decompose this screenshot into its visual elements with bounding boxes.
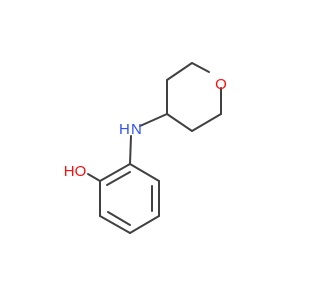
bond-nh-c4 <box>139 113 168 127</box>
bond-a3-a4 <box>129 215 160 234</box>
bond-a4-a5 <box>99 215 131 234</box>
atom-label-nitrogen: N <box>131 121 142 138</box>
bond-c2-o <box>191 62 210 73</box>
atom-label-ring-oxygen: O <box>215 76 227 93</box>
bond-a6-a1 <box>99 163 131 182</box>
atom-label-nitrogen-hydrogen: H <box>119 121 130 138</box>
bond-c5-c4 <box>166 113 193 132</box>
atom-label-hydroxyl: HO <box>64 163 87 180</box>
tetrahydropyran-ring <box>166 62 222 132</box>
bond-a1-a2 <box>129 163 160 182</box>
double-bond-a4-a5 <box>107 211 131 226</box>
bond-c3-c2 <box>166 62 193 81</box>
benzene-ring <box>99 163 160 234</box>
double-bond-a6-a1 <box>106 171 131 186</box>
molecule-structure: O N H HO <box>64 62 227 234</box>
bond-nh-c1-aromatic <box>129 135 132 165</box>
bond-oh-a6 <box>87 173 101 182</box>
bond-c6-c5 <box>191 113 222 132</box>
